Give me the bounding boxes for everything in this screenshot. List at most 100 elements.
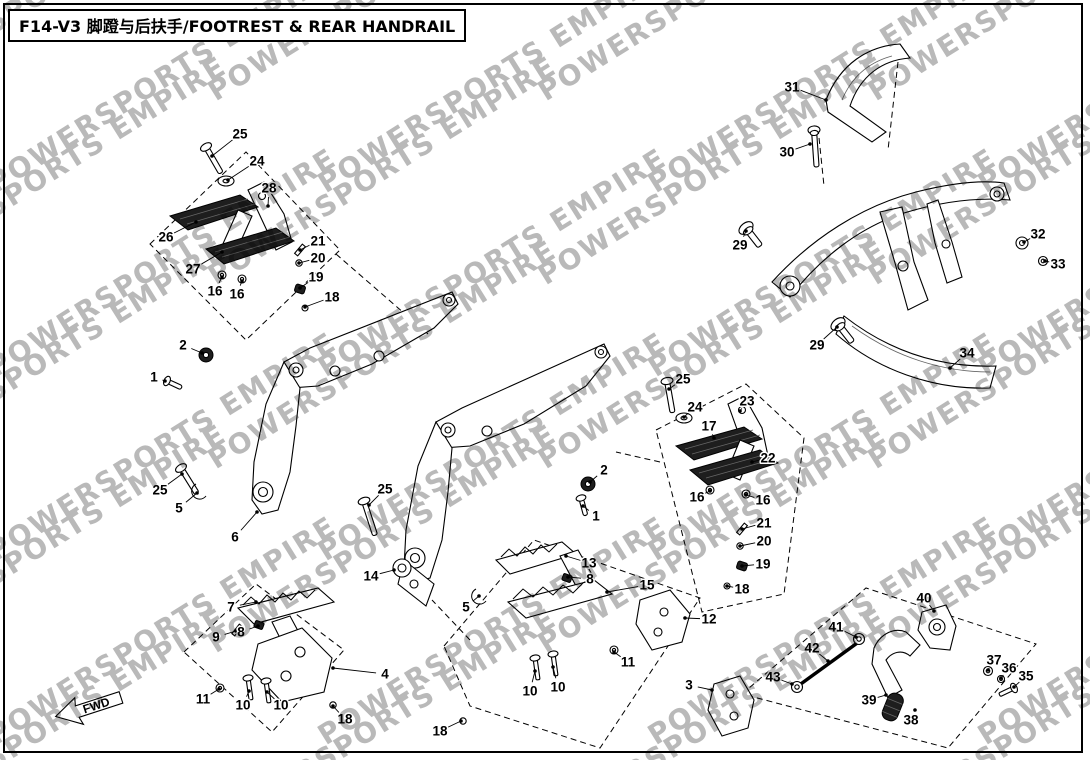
callout-dot-41 <box>854 635 858 639</box>
callout-leader-41 <box>843 630 857 638</box>
callout-dot-34 <box>948 366 952 370</box>
callout-23: 23 <box>739 394 755 409</box>
footpeg-15 <box>506 579 614 619</box>
callout-16: 16 <box>689 490 705 505</box>
fwd-label: FWD <box>81 694 112 716</box>
frame-bracket-right <box>397 343 611 607</box>
callout-dot-1 <box>163 379 167 383</box>
callout-dot-13 <box>564 554 568 558</box>
callout-dot-26 <box>194 220 198 224</box>
callout-dot-30 <box>808 142 812 146</box>
bolt-35 <box>998 682 1018 697</box>
callout-dot-38 <box>913 708 917 712</box>
bolt-29 <box>738 221 763 248</box>
callout-24: 24 <box>687 400 703 415</box>
fwd-arrow: FWD <box>54 690 124 726</box>
callout-37: 37 <box>986 653 1001 668</box>
callout-10: 10 <box>550 680 565 695</box>
callout-35: 35 <box>1018 669 1034 684</box>
callout-leader-9 <box>224 630 237 635</box>
callout-dot-10 <box>265 690 269 694</box>
callout-11: 11 <box>621 655 636 670</box>
callout-2: 2 <box>600 463 608 478</box>
callout-dot-4 <box>331 666 335 670</box>
footpeg-7 <box>236 587 336 625</box>
callout-dot-21 <box>740 527 744 531</box>
bolt-25 <box>357 496 378 537</box>
callout-dot-24 <box>682 415 686 419</box>
bolt-29 <box>830 317 855 344</box>
callout-dot-8 <box>566 575 570 579</box>
callout-dot-33 <box>1043 259 1047 263</box>
bracket-4 <box>251 627 333 703</box>
callout-leader-6 <box>240 511 258 531</box>
callout-leader-10 <box>531 670 536 683</box>
callout-10: 10 <box>235 698 250 713</box>
shift-lever-39 <box>871 629 921 699</box>
callout-dot-18 <box>303 305 307 309</box>
callout-20: 20 <box>310 251 325 266</box>
callout-dot-20 <box>738 544 742 548</box>
callout-leader-18 <box>447 720 462 728</box>
callout-dot-3 <box>710 688 714 692</box>
callout-28: 28 <box>261 181 277 196</box>
bolt-10 <box>547 650 559 677</box>
callout-24: 24 <box>249 154 265 169</box>
callout-dot-11 <box>217 687 221 691</box>
callout-leader-13 <box>565 555 581 561</box>
callout-dot-43 <box>790 682 794 686</box>
callout-27: 27 <box>185 262 200 277</box>
callout-leader-7 <box>239 601 257 606</box>
callout-21: 21 <box>310 234 326 249</box>
callout-leader-26 <box>173 221 197 234</box>
callout-dot-21 <box>298 248 302 252</box>
callout-11: 11 <box>196 692 211 707</box>
callout-dot-10 <box>247 689 251 693</box>
callout-32: 32 <box>1030 227 1045 242</box>
callout-dot-29 <box>744 229 748 233</box>
callout-dot-12 <box>683 616 687 620</box>
callout-dot-2 <box>200 351 204 355</box>
callout-dot-1 <box>581 504 585 508</box>
callout-dot-15 <box>605 590 609 594</box>
callout-dot-24 <box>226 178 230 182</box>
callout-leader-29 <box>823 326 838 340</box>
callout-dot-8 <box>256 624 260 628</box>
callout-leader-10 <box>552 666 557 679</box>
callout-dot-10 <box>551 665 555 669</box>
callout-18: 18 <box>324 290 340 305</box>
callout-dot-25 <box>667 387 671 391</box>
callout-10: 10 <box>522 684 537 699</box>
callout-31: 31 <box>784 80 800 95</box>
callout-dot-18 <box>459 719 463 723</box>
callout-leader-27 <box>200 251 223 265</box>
callout-dot-20 <box>297 261 301 265</box>
callout-22: 22 <box>760 451 775 466</box>
callout-leader-21 <box>299 244 311 251</box>
callout-dot-5 <box>477 594 481 598</box>
link-rod-42 <box>796 639 862 688</box>
callout-18: 18 <box>734 582 750 597</box>
bracket-3 <box>707 675 755 737</box>
callout-5: 5 <box>175 501 183 516</box>
footpeg-26 <box>168 194 260 231</box>
callout-9: 9 <box>212 630 220 645</box>
frame-left-fasteners <box>163 347 214 500</box>
callout-dot-36 <box>999 676 1003 680</box>
callout-dot-17 <box>712 436 716 440</box>
fwd-arrow-icon <box>54 690 124 726</box>
footrest-front-left-assembly <box>168 142 309 312</box>
callout-dot-16 <box>744 493 748 497</box>
callout-34: 34 <box>959 346 975 361</box>
callout-dot-14 <box>392 568 396 572</box>
callout-7: 7 <box>227 600 235 615</box>
bolt-25 <box>660 376 676 414</box>
callout-6: 6 <box>231 530 239 545</box>
callout-43: 43 <box>765 670 781 685</box>
callout-leader-14 <box>379 569 395 575</box>
callout-leader-4 <box>332 667 377 674</box>
callout-dot-37 <box>986 668 990 672</box>
callout-19: 19 <box>308 270 323 285</box>
page-title: F14-V3 脚蹬与后扶手/FOOTREST & REAR HANDRAIL <box>8 9 467 42</box>
